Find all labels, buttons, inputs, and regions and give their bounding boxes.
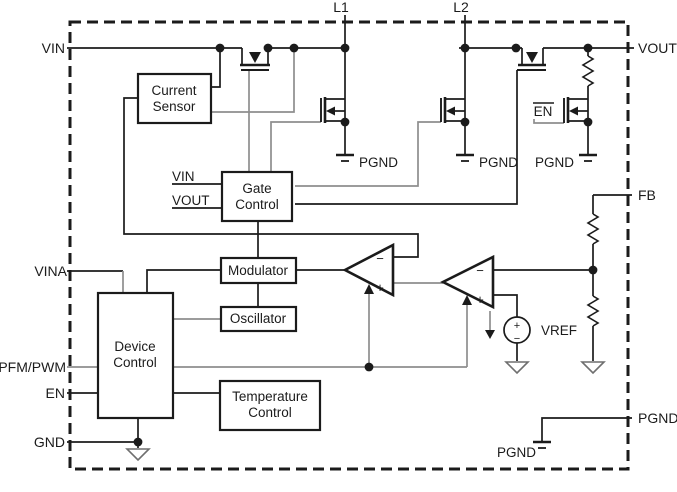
pgnd3-label: PGND (535, 155, 574, 170)
pgnd-pin-ground-icon (533, 440, 551, 449)
nfet2-body-arrow-icon (446, 106, 455, 116)
pgnd-bottom-label: PGND (497, 445, 536, 460)
nfet2 (440, 97, 466, 154)
pgnd-pin-label: PGND (638, 410, 677, 426)
nfet1-gate-wire (270, 121, 321, 172)
comparator-plus-sign: + (376, 280, 384, 295)
fb-ground-icon (580, 361, 606, 375)
enbar-fet-gate-wire (533, 119, 564, 124)
en-pin-label: EN (46, 385, 65, 401)
input-pfet-body-diode-icon (249, 52, 261, 63)
current-feedback-wire (123, 97, 419, 258)
gnd-ground-icon (125, 448, 151, 462)
comparator-minus-sign: − (376, 251, 384, 266)
oscillator-label: Oscillator (230, 311, 287, 326)
wires-black (67, 15, 634, 448)
current-sensor-sw-tap-wire (211, 48, 295, 113)
erroramp-enable-arrow-icon (462, 295, 472, 305)
gnd-pin-label: GND (34, 434, 65, 450)
nfet1-body-arrow-icon (326, 106, 335, 116)
gate-control-block (220, 170, 294, 223)
vref-down-arrow-icon (485, 330, 495, 339)
pgnd2-ground-icon (456, 153, 474, 162)
pgnd-grounds (336, 153, 597, 449)
current-sensor-vin-tap-wire (211, 48, 221, 88)
output-pfet-gate-wire (295, 70, 518, 205)
output-pfet-body-diode-icon (526, 52, 538, 63)
gate-control-label-2: Control (235, 197, 279, 212)
pwm-comparator (342, 242, 395, 298)
nfet1 (320, 97, 346, 154)
vout-pin-label: VOUT (638, 40, 677, 56)
current-sensor-label-1: Current (151, 83, 196, 98)
modulator-block (219, 256, 298, 285)
vref-minus-sign: − (514, 333, 520, 345)
fb-resistor-bottom (586, 295, 600, 327)
output-pfet (517, 48, 546, 71)
vref-plus-sign: + (514, 320, 520, 332)
l2-pin-label: L2 (453, 0, 469, 15)
pgnd3-ground-icon (579, 153, 597, 162)
vref-ground-icon (504, 361, 530, 375)
device-control-modulator-wire (146, 269, 221, 293)
comparator-enable-arrow-icon (364, 284, 374, 294)
nfet2-gate-wire (295, 121, 441, 187)
temperature-control-label-2: Control (248, 405, 292, 420)
vref-source (503, 316, 531, 344)
erroramp-plus-sign: + (476, 292, 484, 307)
device-control-block (96, 291, 175, 420)
enbar-label: EN (534, 104, 553, 119)
ic-boundary (68, 20, 630, 471)
enbar-fet (563, 97, 589, 154)
erroramp-vref-wire (493, 294, 518, 317)
gate-control-label-1: Gate (242, 181, 271, 196)
error-amplifier (440, 254, 495, 310)
modulator-label: Modulator (228, 263, 289, 278)
vina-pin-label: VINA (34, 263, 67, 279)
oscillator-block (219, 305, 298, 333)
l1-pin-label: L1 (333, 0, 349, 15)
gate-control-vout-label: VOUT (172, 193, 210, 208)
fb-pin-label: FB (638, 187, 656, 203)
junction-dots (133, 43, 598, 447)
current-sensor-label-2: Sensor (153, 99, 196, 114)
pgnd2-label: PGND (479, 155, 518, 170)
device-control-label-1: Device (114, 339, 155, 354)
pgnd1-label: PGND (359, 155, 398, 170)
temperature-control-label-1: Temperature (232, 389, 308, 404)
pgnd1-ground-icon (336, 153, 354, 162)
temperature-control-block (218, 379, 322, 432)
device-control-label-2: Control (113, 355, 157, 370)
gate-control-vin-label: VIN (172, 169, 195, 184)
vout-discharge-resistor (581, 55, 595, 87)
erroramp-minus-sign: − (476, 263, 484, 278)
current-sensor-block (136, 72, 213, 125)
fb-resistor-top (586, 213, 600, 245)
pfm-pwm-pin-label: PFM/PWM (0, 359, 66, 375)
vref-label: VREF (541, 323, 577, 338)
wires-gray (67, 48, 564, 368)
enbar-fet-body-arrow-icon (569, 106, 578, 116)
vin-pin-label: VIN (42, 40, 65, 56)
pgnd-pin-wire (541, 417, 632, 441)
